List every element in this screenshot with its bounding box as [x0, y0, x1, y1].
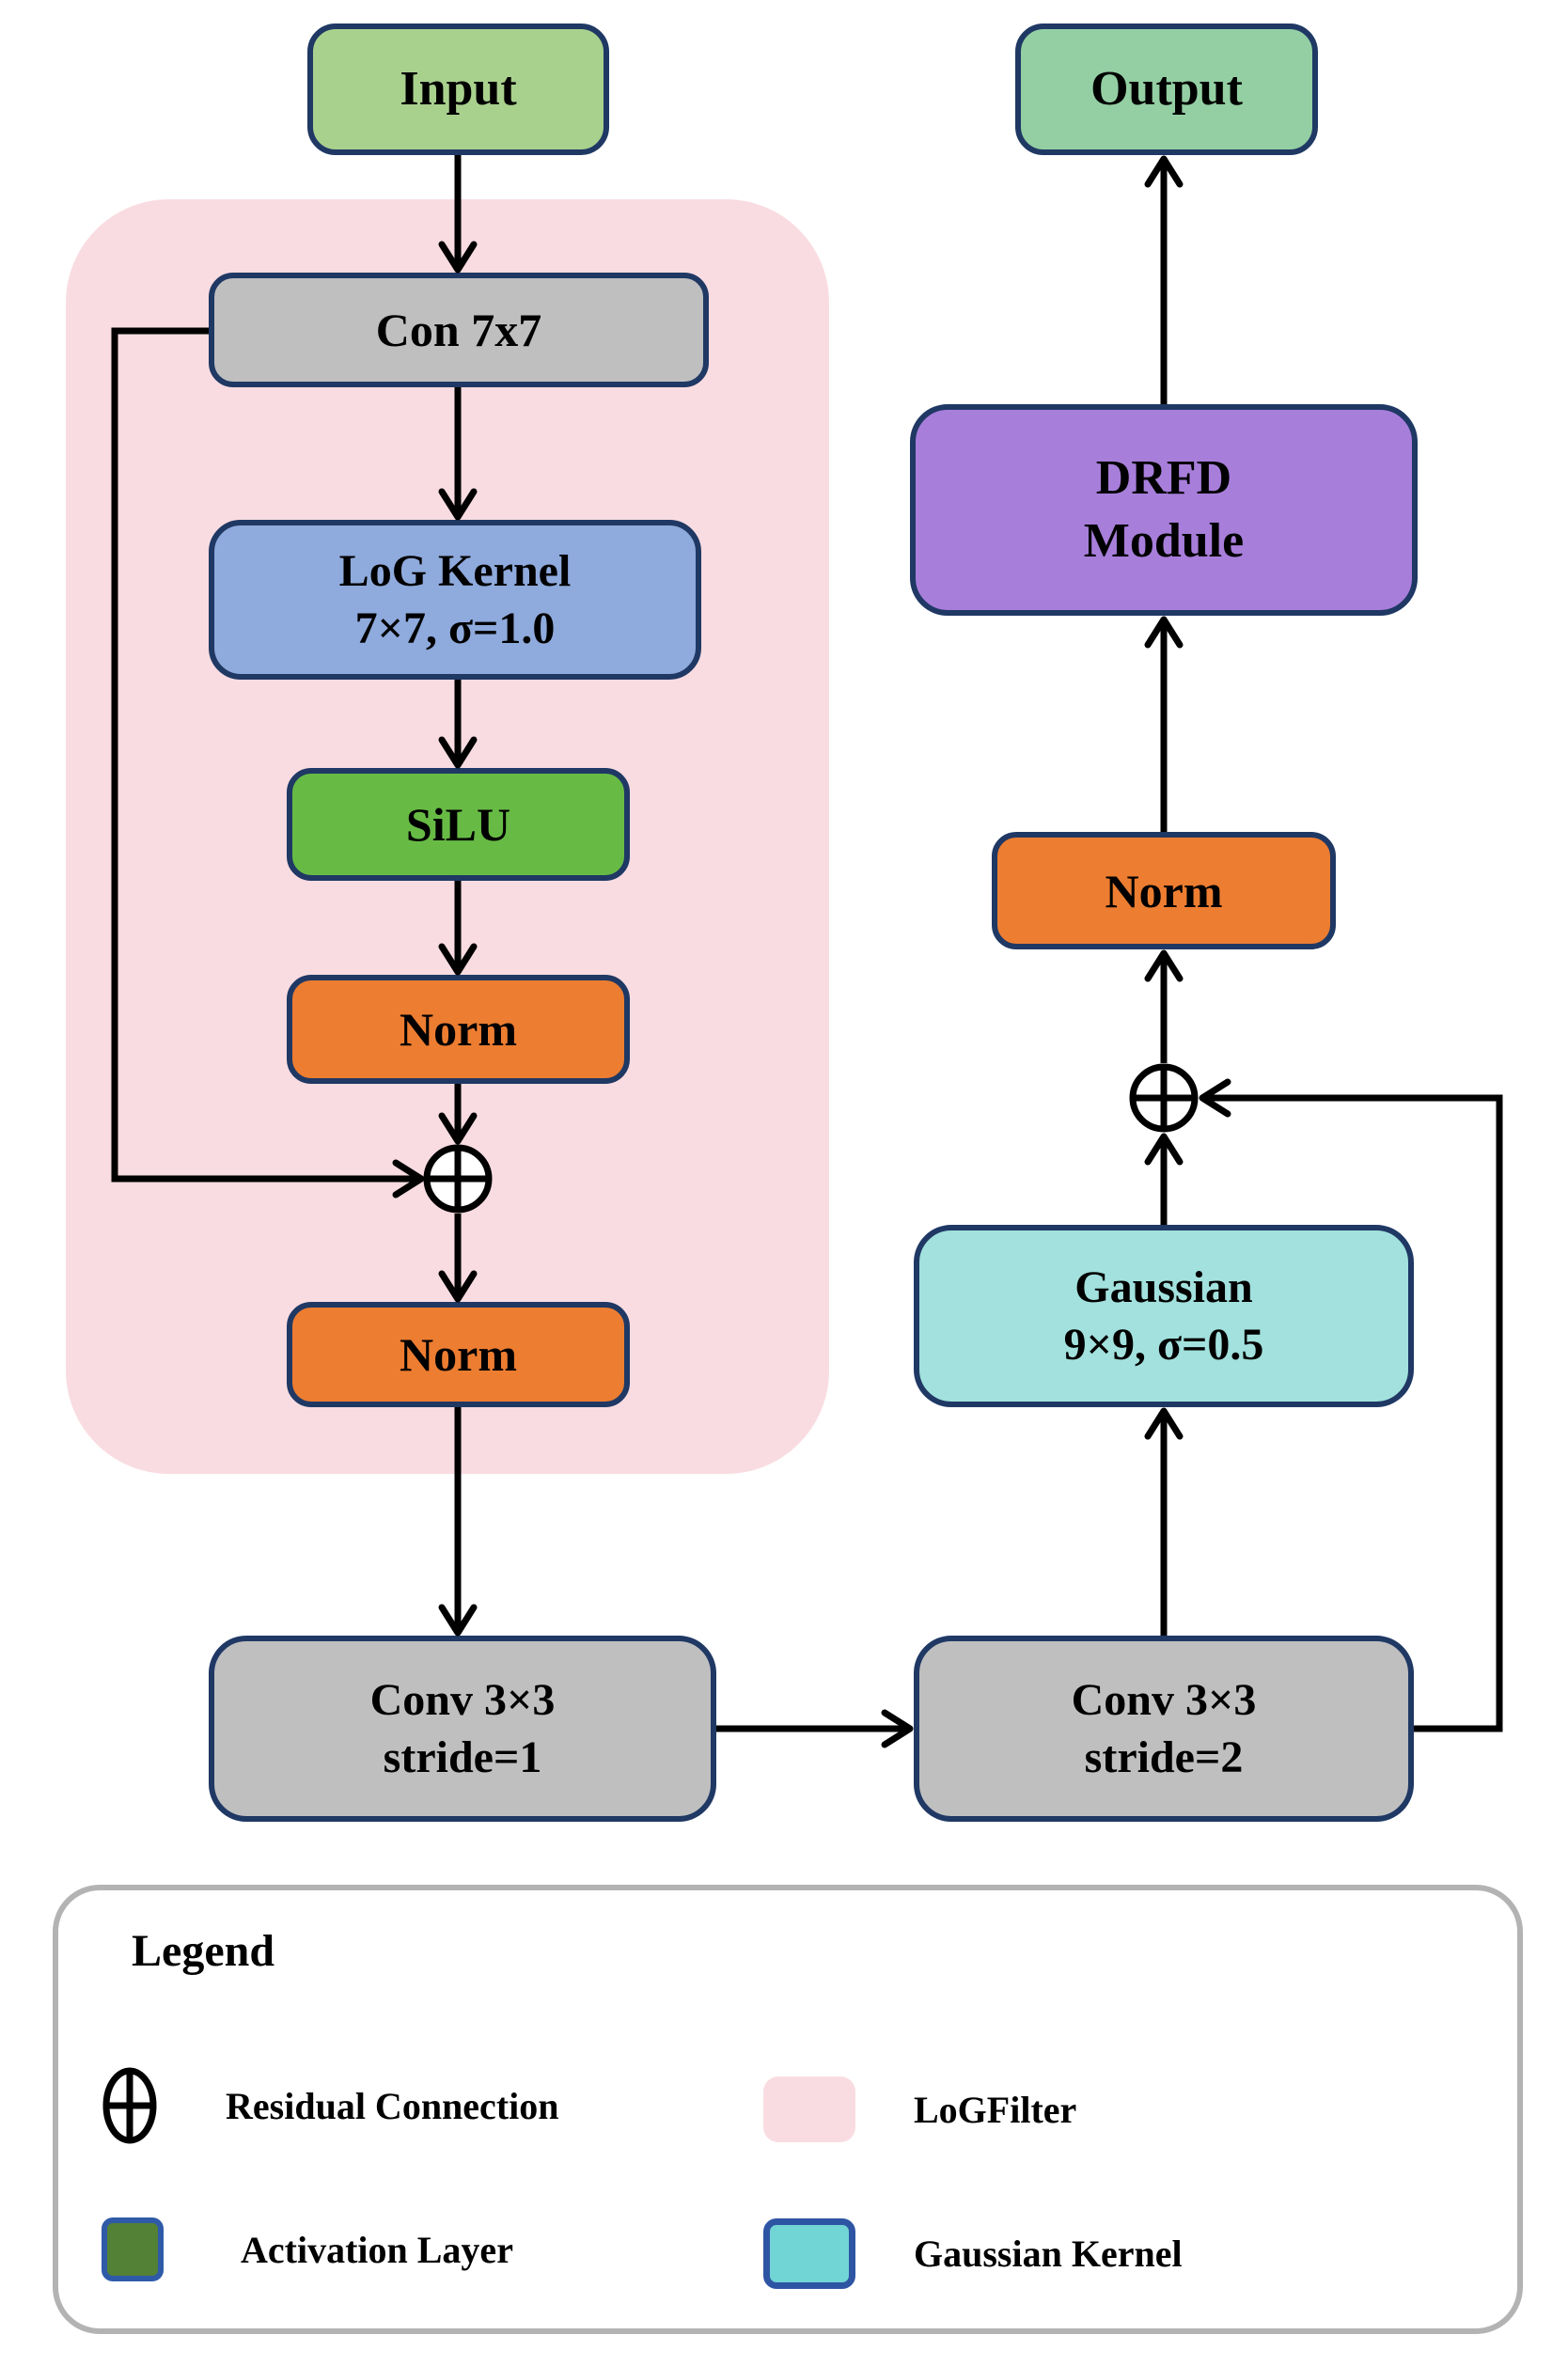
gaussian-kernel-swatch: [763, 2218, 855, 2289]
node-conv3x3-stride1-line1: Conv 3×3: [369, 1674, 556, 1725]
residual-sum-right-icon: [1129, 1063, 1199, 1133]
node-log-kernel-line2: 7×7, σ=1.0: [354, 603, 556, 653]
logfilter-swatch: [763, 2076, 855, 2142]
node-norm-2-label: Norm: [400, 1328, 517, 1381]
legend-item-residual-connection: Residual Connection: [102, 2066, 559, 2145]
node-input: Input: [307, 24, 609, 155]
legend-label-residual-connection: Residual Connection: [226, 2084, 559, 2127]
legend-label-activation-layer: Activation Layer: [241, 2228, 513, 2271]
node-conv3x3-stride1-line2: stride=1: [383, 1732, 542, 1782]
node-con7x7: Con 7x7: [209, 273, 709, 387]
legend-label-gaussian-kernel: Gaussian Kernel: [914, 2233, 1183, 2275]
residual-line-right: [1199, 1078, 1503, 1732]
node-conv3x3-stride2: Conv 3×3 stride=2: [914, 1636, 1414, 1822]
node-norm-1: Norm: [287, 975, 630, 1084]
node-gaussian-line2: 9×9, σ=0.5: [1063, 1320, 1264, 1370]
node-input-label: Input: [400, 61, 517, 116]
node-gaussian-line1: Gaussian: [1074, 1261, 1253, 1312]
node-norm-2: Norm: [287, 1302, 630, 1407]
node-norm-1-label: Norm: [400, 1003, 517, 1056]
node-norm-right-label: Norm: [1105, 864, 1223, 917]
legend-label-logfilter: LoGFilter: [914, 2088, 1077, 2131]
node-con7x7-label: Con 7x7: [375, 304, 542, 356]
node-conv3x3-stride2-line1: Conv 3×3: [1071, 1674, 1257, 1725]
legend-title: Legend: [132, 1926, 275, 1976]
legend-item-activation-layer: Activation Layer: [102, 2216, 513, 2283]
node-output-label: Output: [1090, 61, 1243, 116]
node-output: Output: [1015, 24, 1318, 155]
activation-layer-swatch: [102, 2217, 164, 2281]
node-log-kernel: LoG Kernel 7×7, σ=1.0: [209, 520, 701, 680]
node-log-kernel-line1: LoG Kernel: [338, 545, 572, 596]
node-drfd-module: DRFD Module: [910, 404, 1418, 616]
node-conv3x3-stride2-line2: stride=2: [1084, 1732, 1244, 1782]
node-drfd-line1: DRFD: [1095, 450, 1232, 505]
legend-item-logfilter: LoGFilter: [763, 2074, 1076, 2145]
node-drfd-line2: Module: [1083, 513, 1245, 568]
node-norm-right: Norm: [992, 832, 1336, 949]
legend-item-gaussian-kernel: Gaussian Kernel: [763, 2218, 1183, 2289]
node-gaussian: Gaussian 9×9, σ=0.5: [914, 1225, 1414, 1407]
node-silu-label: SiLU: [405, 798, 511, 851]
node-conv3x3-stride1: Conv 3×3 stride=1: [209, 1636, 716, 1822]
node-silu: SiLU: [287, 768, 630, 881]
circled-plus-icon: [102, 2067, 157, 2144]
